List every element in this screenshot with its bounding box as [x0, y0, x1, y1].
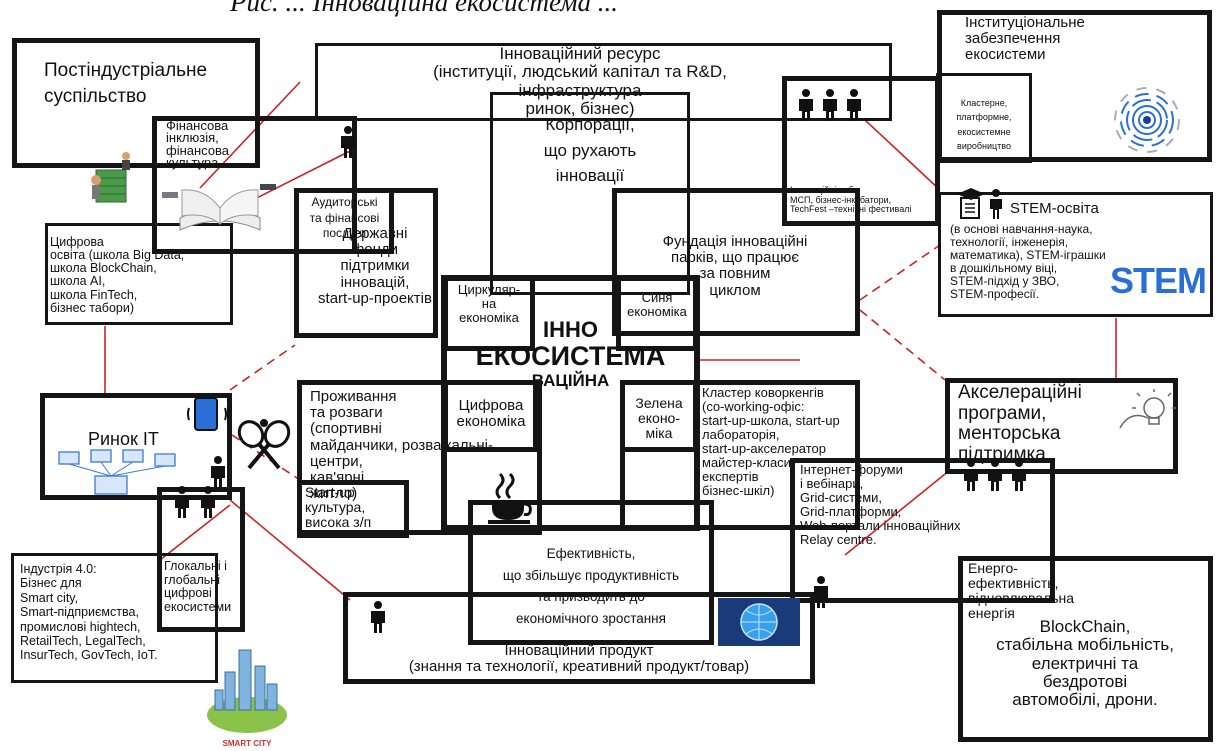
green-label: Зелена еконо- міка [635, 395, 683, 442]
box-living [297, 380, 542, 535]
smart-city-logo-text: SMART CITY [223, 739, 273, 748]
box-energy [958, 556, 1213, 742]
connector-line [199, 81, 301, 189]
group-icon [964, 459, 1026, 491]
connector-line [844, 469, 951, 556]
box-postindustrial [12, 38, 260, 168]
dashed-connector [859, 309, 946, 381]
connector-line [229, 499, 351, 601]
stem-logo: STEM [1110, 260, 1207, 301]
energy-label: Енерго- ефективність, відновлювальна ене… [968, 560, 1075, 622]
person-icon [341, 126, 355, 158]
dashed-connector [231, 434, 301, 481]
dashed-connector [859, 244, 941, 301]
box-financial-inclusion [152, 116, 357, 254]
box-hubs [782, 76, 940, 226]
phone-icon [187, 397, 227, 431]
core-line3: ВАЦІЙНА [531, 371, 610, 390]
clusters-label: Кластерне, платформне, екосистемне вироб… [956, 98, 1012, 152]
person-icon [371, 601, 385, 633]
accelerators-label: Акселераційні програми, менторська підтр… [958, 382, 1082, 465]
dashed-connector [229, 344, 296, 391]
header-text: Рис. ... Інноваційна екосистема ... [230, 0, 619, 17]
foundation-label: Фундація інноваційні парків, що працює з… [662, 233, 808, 299]
state-funds-label: Державні фонди підтримки інновацій, star… [318, 225, 432, 307]
box-audit [294, 188, 394, 254]
box-digital-edu [45, 223, 233, 325]
group-icon [175, 486, 215, 518]
it-market-label: Ринок IT [88, 429, 159, 449]
financial-inclusion-label: Фінансова інклюзія, фінансова культура [166, 118, 230, 171]
audit-label: Аудиторські та фінансові послуги [309, 195, 380, 241]
globe-icon [718, 598, 800, 646]
graduation-icon [957, 188, 1002, 219]
person-icon [814, 576, 828, 608]
network-icon [58, 449, 176, 495]
institutional-label: Інституціональне забезпечення екосистеми [965, 14, 1085, 64]
box-startup-culture [297, 480, 409, 538]
circular-label: Циркуляр- на економіка [457, 282, 521, 326]
blue-label: Синя економіка [627, 290, 687, 320]
box-glocal [157, 487, 245, 632]
coworking-label: Кластер коворкенгів (co-working-офіс: st… [702, 385, 840, 499]
corporations-label: Корпорації, що рухають інновації [543, 115, 637, 185]
forums-label: Інтернет-форуми і вебінари, Grid-системи… [800, 462, 961, 548]
postindustrial-label: Постіндустріальне суспільство [44, 60, 208, 107]
efficiency-label: Ефективність, що збільшує продуктивність… [502, 546, 680, 626]
coffee-icon [488, 472, 532, 524]
innovation-resource-label: Інноваційний ресурс (інституції, людськи… [433, 44, 727, 119]
books-icon [162, 184, 276, 231]
box-it-market [40, 393, 232, 500]
fingerprint-icon [1114, 87, 1180, 153]
connector-line [159, 504, 231, 561]
living-label: Проживання та розваги (спортивні майданч… [310, 388, 493, 503]
box-corporations [490, 92, 690, 295]
stem-details: (в основі навчання-наука, технології, ін… [950, 222, 1106, 301]
money-icon [91, 152, 130, 203]
box-accelerators [945, 378, 1178, 474]
tennis-icon [237, 419, 291, 470]
box-digital-econ [443, 380, 538, 452]
box-efficiency [468, 500, 714, 645]
core-line2: ЕКОСИСТЕМА [475, 341, 666, 371]
person-icon [211, 456, 225, 488]
core-line1: ІННО [543, 317, 598, 342]
product-label: Інноваційний продукт (знання та технолог… [408, 642, 750, 676]
bulb-icon [1119, 389, 1176, 429]
group-icon [799, 89, 861, 121]
box-product [343, 592, 815, 684]
box-stem [938, 192, 1213, 317]
stem-title: STEM-освіта [1010, 200, 1099, 217]
box-innovation-resource [315, 43, 892, 121]
box-green [620, 380, 698, 452]
box-industry [11, 553, 218, 683]
box-foundation [612, 188, 860, 336]
glocal-label: Глокальні і глобальні цифрові екосистеми [164, 559, 232, 614]
blockchain-label: BlockChain, стабільна мобільність, елект… [996, 617, 1174, 710]
digital-edu-label: Цифрова освіта (школа Big Data, школа Bl… [50, 235, 185, 315]
industry-label: Індустрія 4.0: Бізнес для Smart city, Sm… [20, 562, 158, 663]
connector-line [864, 119, 941, 191]
city-icon: SMART CITY [207, 649, 287, 748]
digital-econ-label: Цифрова економіка [456, 397, 526, 431]
startup-culture-label: Start-up культура, висока з/п [305, 484, 372, 531]
box-coworking [620, 380, 860, 530]
box-forums [790, 458, 1055, 603]
